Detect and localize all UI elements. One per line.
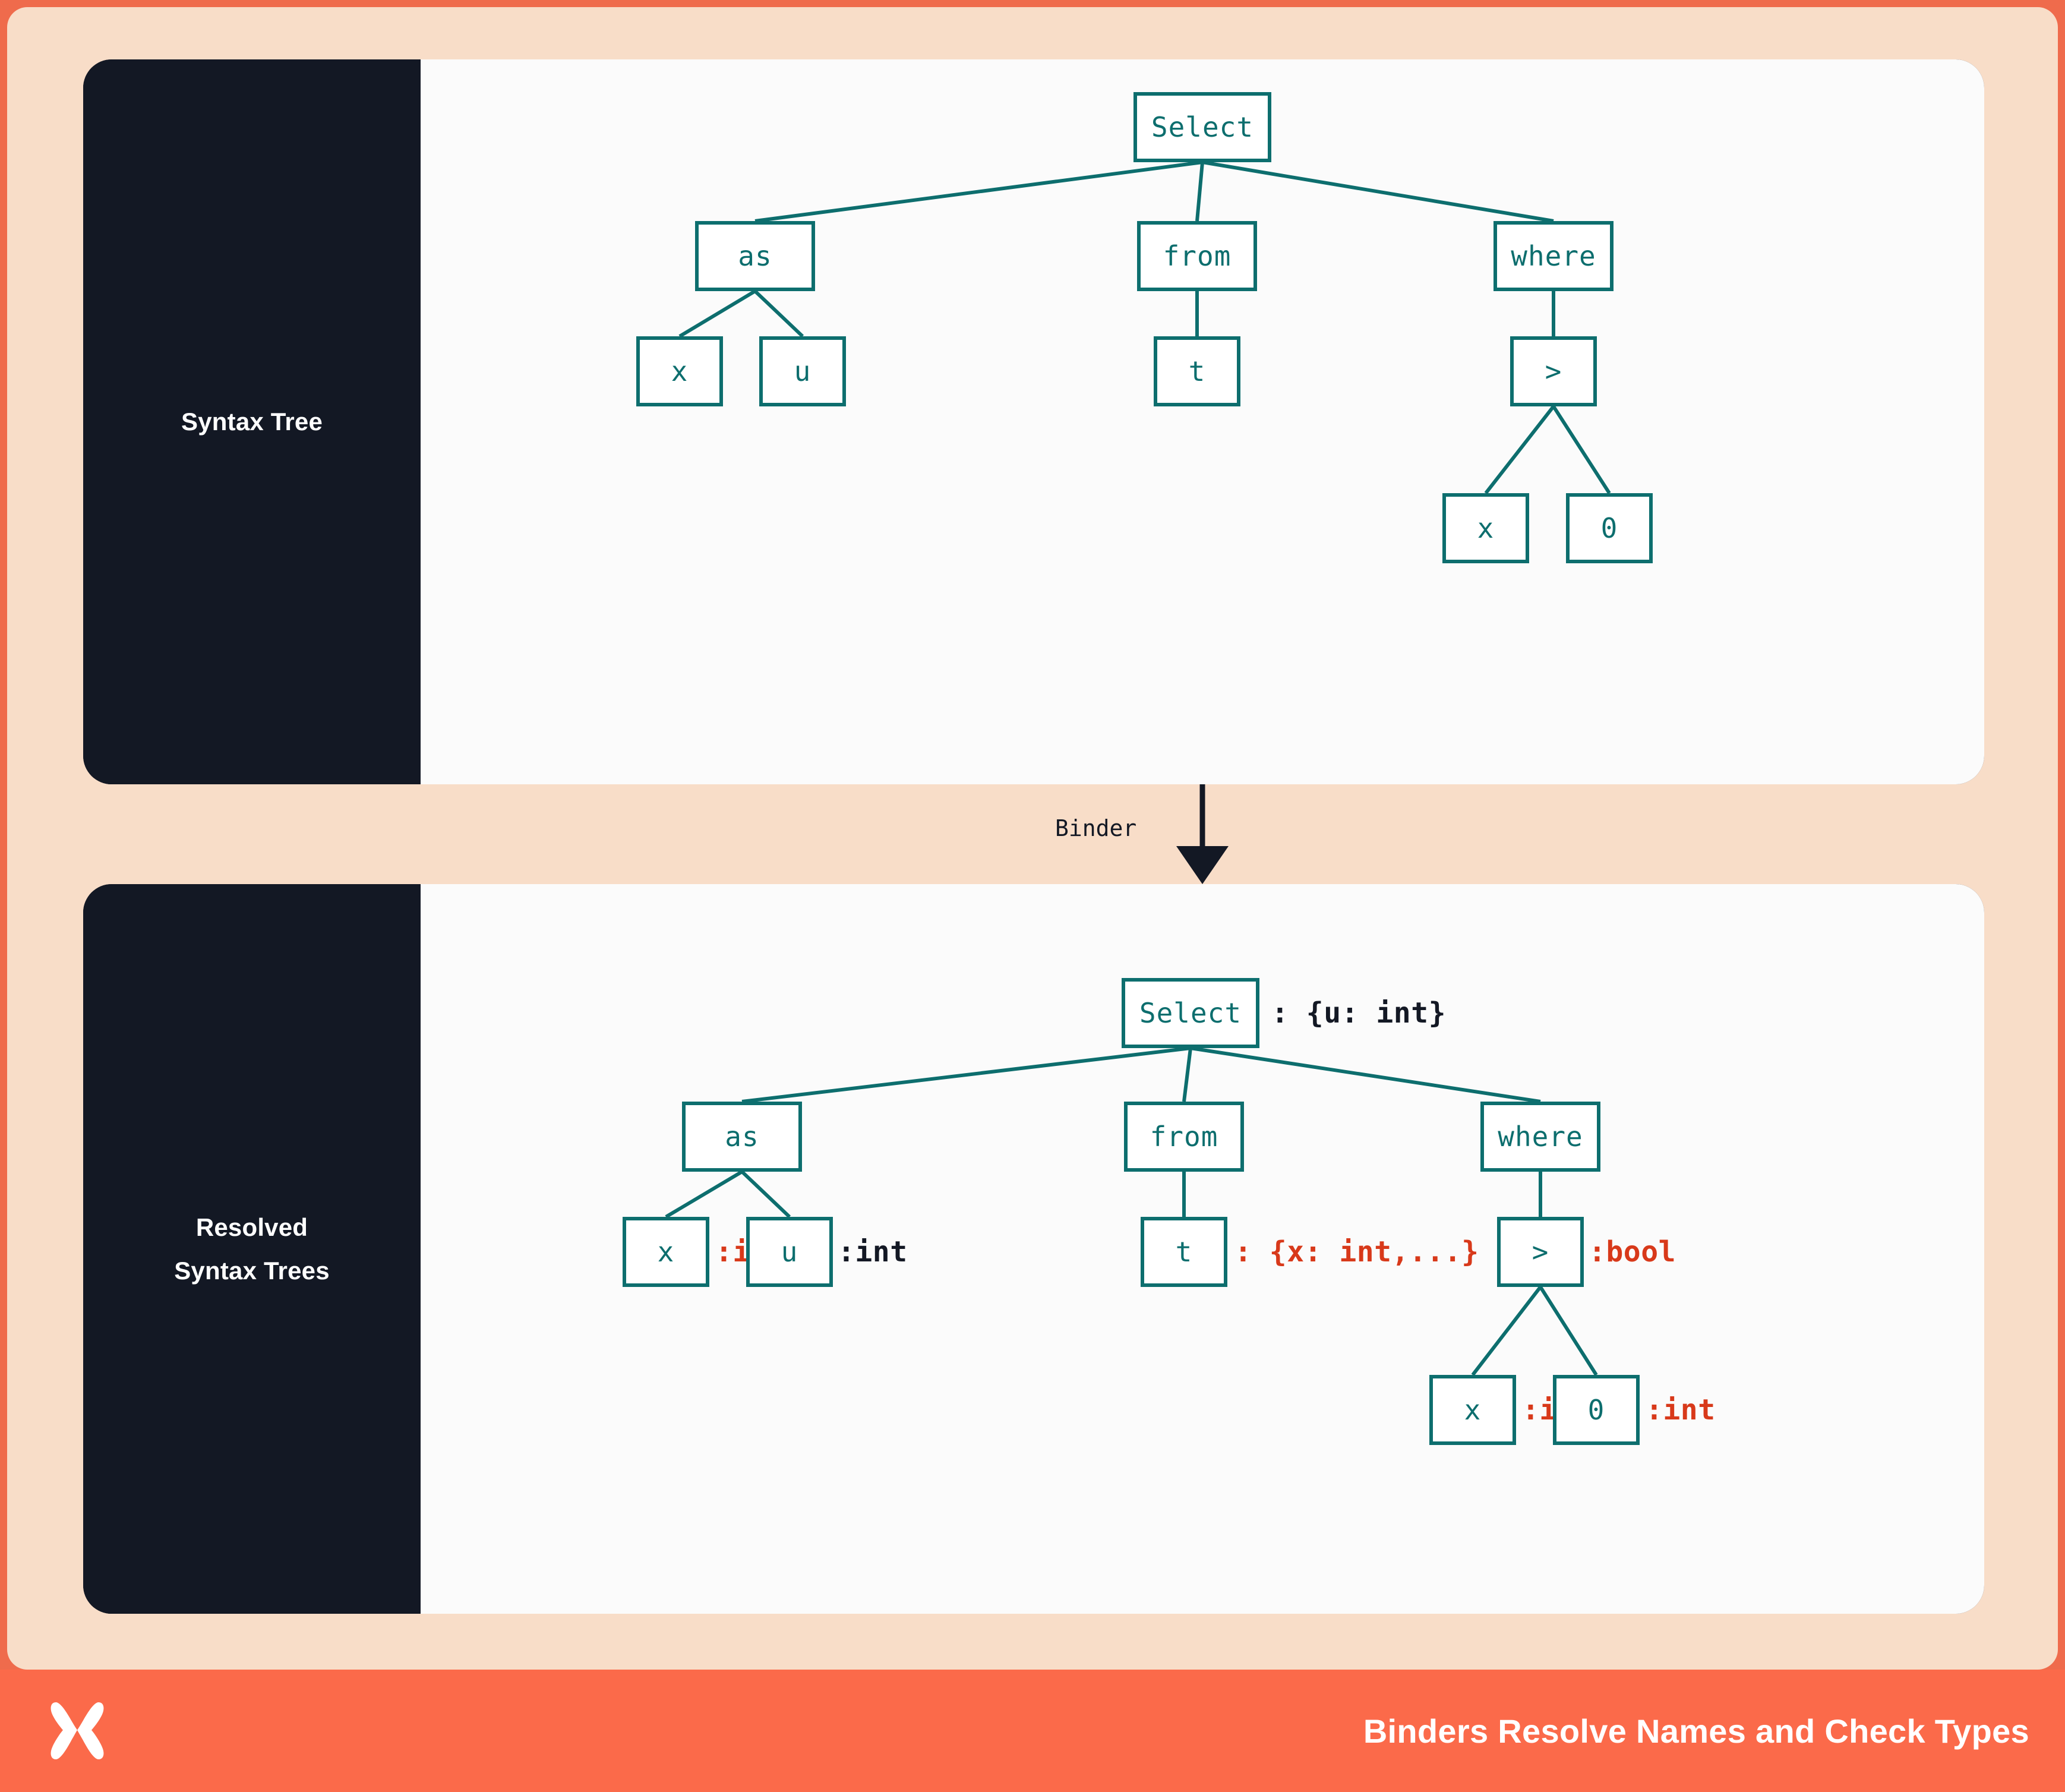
resolved-node-from-t[interactable]: t <box>1141 1217 1227 1287</box>
resolved-type-gt-zero: :int <box>1646 1393 1716 1427</box>
sidebar-label-syntax-tree: Syntax Tree <box>181 408 323 436</box>
sidebar-resolved-syntax-trees: Resolved Syntax Trees <box>83 884 421 1614</box>
resolved-node-where[interactable]: where <box>1480 1102 1600 1172</box>
resolved-node-as[interactable]: as <box>682 1102 802 1172</box>
footer-title: Binders Resolve Names and Check Types <box>1363 1712 2029 1750</box>
tree-node-as[interactable]: as <box>695 221 815 291</box>
brand-x-logo-icon <box>50 1702 104 1759</box>
resolved-node-gt-zero[interactable]: 0 <box>1553 1375 1640 1445</box>
panel-syntax-tree: Syntax Tree <box>83 59 1984 784</box>
footer-bar: Binders Resolve Names and Check Types <box>0 1670 2065 1792</box>
sidebar-label-resolved-syntax-trees: Resolved Syntax Trees <box>174 1213 330 1285</box>
tree-canvas-syntax-tree: Select as from where x u t > x 0 <box>421 59 1984 784</box>
resolved-type-as-u: :int <box>838 1235 908 1269</box>
resolved-node-select[interactable]: Select <box>1122 978 1259 1048</box>
tree-node-where[interactable]: where <box>1494 221 1614 291</box>
tree-node-as-x[interactable]: x <box>636 336 723 406</box>
resolved-node-gt[interactable]: > <box>1497 1217 1584 1287</box>
tree-edges-syntax-tree <box>678 160 1611 494</box>
binder-transition: Binder <box>83 784 1984 884</box>
tree-node-select[interactable]: Select <box>1133 92 1271 162</box>
tree-node-gt-zero[interactable]: 0 <box>1566 493 1653 563</box>
resolved-type-from-t: : {x: int,...} <box>1234 1235 1479 1269</box>
resolved-node-gt-x[interactable]: x <box>1429 1375 1516 1445</box>
resolved-node-as-u[interactable]: u <box>746 1217 833 1287</box>
tree-node-from[interactable]: from <box>1137 221 1257 291</box>
panel-resolved-syntax-trees: Resolved Syntax Trees Select : {u: int} <box>83 884 1984 1614</box>
tree-node-gt[interactable]: > <box>1510 336 1597 406</box>
resolved-type-select: : {u: int} <box>1271 996 1446 1030</box>
resolved-node-from[interactable]: from <box>1124 1102 1244 1172</box>
sidebar-syntax-tree: Syntax Tree <box>83 59 421 784</box>
resolved-type-gt: :bool <box>1589 1235 1676 1269</box>
tree-node-from-t[interactable]: t <box>1154 336 1240 406</box>
resolved-node-as-x[interactable]: x <box>623 1217 709 1287</box>
tree-node-as-u[interactable]: u <box>759 336 846 406</box>
tree-node-gt-x[interactable]: x <box>1442 493 1529 563</box>
tree-canvas-resolved-syntax-trees: Select : {u: int} as from where x :int u… <box>421 884 1984 1614</box>
tree-edges-resolved <box>665 1046 1598 1376</box>
binder-label: Binder <box>1055 815 1137 841</box>
binder-arrow-icon <box>1176 784 1229 884</box>
